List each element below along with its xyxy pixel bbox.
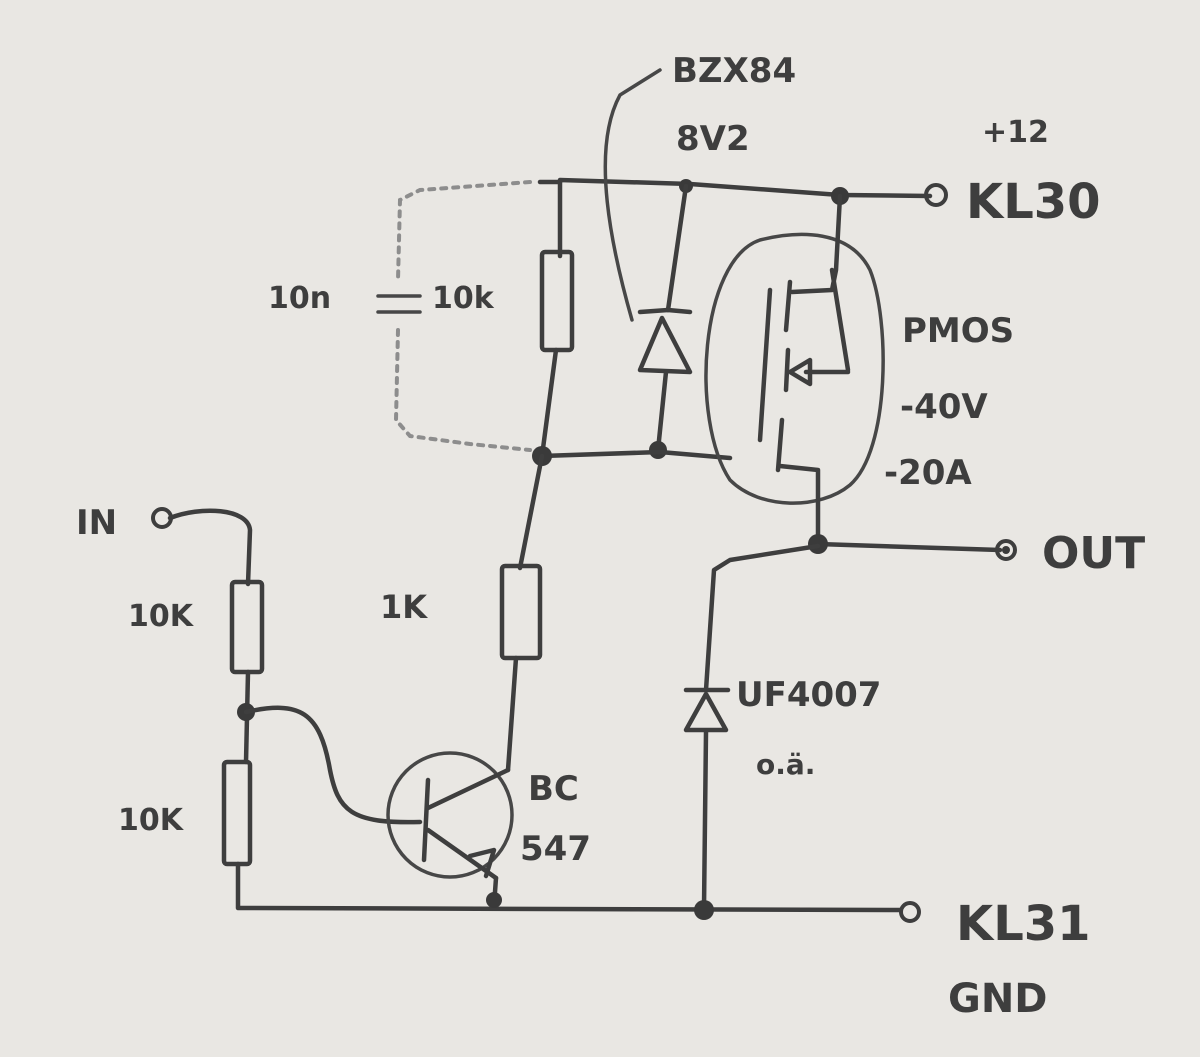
- pmos-transistor: [704, 193, 885, 543]
- transistor-label-1: BC: [528, 769, 579, 809]
- kl30-terminal: [924, 183, 948, 207]
- gate-resistor-label: 10k: [432, 281, 495, 316]
- capacitor-10n: [376, 180, 532, 452]
- freewheel-diode: [683, 543, 821, 911]
- kl30-label: KL30: [966, 174, 1101, 230]
- cap-label: 10n: [268, 281, 331, 316]
- r-1k-label: 1K: [380, 588, 428, 626]
- transistor-label-2: 547: [520, 829, 591, 869]
- out-terminal: [995, 539, 1017, 561]
- zener-part-label: BZX84: [672, 51, 796, 91]
- collector-resistor-1k: [499, 453, 545, 773]
- zener-diode: [603, 68, 693, 459]
- output-label: OUT: [1042, 528, 1145, 579]
- diode-part-label: UF4007: [736, 675, 881, 715]
- output-node: [808, 534, 1017, 561]
- gnd-label: GND: [948, 976, 1048, 1022]
- pmos-label: PMOS: [902, 311, 1014, 351]
- zener-voltage-label: 8V2: [676, 119, 750, 159]
- kl31-label: KL31: [956, 896, 1091, 952]
- ground-rail: [694, 900, 921, 923]
- diode-note-label: o.ä.: [756, 748, 815, 781]
- npn-transistor: [243, 705, 514, 909]
- kl31-terminal: [899, 901, 921, 923]
- gate-resistor-10k: [539, 179, 575, 459]
- pmos-voltage-label: -40V: [900, 387, 988, 427]
- input-label: IN: [76, 503, 117, 543]
- input-divider: [151, 507, 903, 913]
- r-in-bottom-label: 10K: [118, 803, 185, 838]
- pmos-current-label: -20A: [884, 453, 972, 493]
- r-in-top-label: 10K: [128, 599, 195, 634]
- gate-node: [532, 446, 733, 466]
- supply-label: +12: [982, 115, 1049, 150]
- supply-rail: [537, 177, 948, 207]
